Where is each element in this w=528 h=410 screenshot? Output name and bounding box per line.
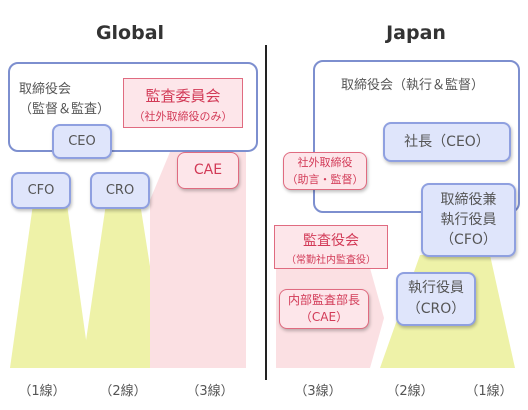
global-second-line-beam [82,190,166,368]
japan-director-cfo-node: 取締役兼 執行役員 （CFO） [421,183,516,257]
audit-committee-title: 監査委員会 [145,87,221,105]
global-board-label: 取締役会 [19,82,72,97]
outside-director-role: （助言・監督） [286,173,364,186]
president-label: 社長（CEO） [404,133,490,150]
director-cfo-line3: （CFO） [440,232,497,248]
auditor-board-title: 監査役会 [303,233,359,249]
japan-board-label: 取締役会（執行＆監督） [341,78,485,93]
japan-line-1-label: （1線） [465,384,513,399]
japan-line-2-label: （2線） [386,384,434,399]
ceo-label: CEO [68,134,96,149]
outside-director-label: 社外取締役 [297,156,353,169]
global-third-line-beam [150,140,246,368]
director-cfo-line1: 取締役兼 [440,192,497,208]
global-audit-committee: 監査委員会 （社外取締役のみ） [123,78,243,128]
japan-officer-cro-node: 執行役員 （CRO） [396,272,476,326]
global-cro-node: CRO [90,172,150,209]
audit-committee-sub: （社外取締役のみ） [133,110,233,123]
officer-cro-line2: （CRO） [406,301,466,317]
global-line-2-label: （2線） [99,384,147,399]
global-cae-node: CAE [177,152,239,189]
internal-audit-role: （CAE） [299,310,349,324]
global-title: Global [95,22,165,44]
internal-audit-label: 内部監査部長 [287,293,360,307]
global-board-role: （監督＆監査） [19,102,111,117]
global-ceo-node: CEO [52,124,112,159]
global-cfo-node: CFO [11,172,71,209]
japan-auditor-board: 監査役会 （常勤社内監査役） [274,225,388,269]
global-line-1-label: （1線） [18,384,66,399]
cro-label: CRO [105,183,135,198]
japan-outside-director: 社外取締役 （助言・監督） [283,152,367,190]
cae-label: CAE [193,162,223,178]
global-first-line-beam [10,190,90,368]
japan-internal-audit-node: 内部監査部長 （CAE） [279,289,369,329]
japan-line-3-label: （3線） [294,384,342,399]
auditor-board-sub: （常勤社内監査役） [286,255,376,266]
japan-title: Japan [386,22,446,44]
cfo-label: CFO [27,183,55,198]
officer-cro-line1: 執行役員 [408,280,464,296]
global-line-3-label: （3線） [186,384,234,399]
japan-president-node: 社長（CEO） [383,122,511,162]
director-cfo-line2: 執行役員 [440,212,497,228]
